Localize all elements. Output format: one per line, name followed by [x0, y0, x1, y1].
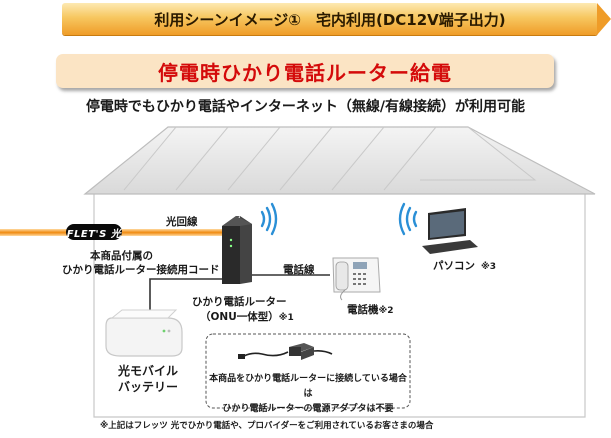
adapter-note-line1: 本商品をひかり電話ルーターに接続している場合は [206, 372, 410, 402]
flets-logo-text: FLET'S 光 [67, 225, 122, 240]
pc-label: パソコン ※3 [433, 258, 496, 273]
router-label-line2-text: （ONU一体型） [200, 311, 279, 323]
adapter-note: 本商品をひかり電話ルーターに接続している場合は ひかり電話ルーターの電源アダプタ… [206, 372, 410, 417]
cord-label-line1: 本商品付属の [90, 248, 153, 263]
denwa-sen-label: 電話線 [283, 262, 315, 277]
battery-label-line1: 光モバイル [118, 362, 178, 379]
flets-logo: FLET'S 光 [66, 224, 122, 240]
telephone-note-mark: ※2 [379, 306, 394, 316]
footnote: ※上記はフレッツ 光でひかり電話や、プロバイダーをご利用されているお客さまの場合 [100, 419, 433, 431]
telephone-label: 電話機※2 [347, 302, 394, 317]
adapter-note-line2: ひかり電話ルーターの電源アダプタは不要 [206, 402, 410, 417]
battery-label-line2: バッテリー [118, 378, 178, 395]
pc-note-mark: ※3 [481, 262, 496, 272]
telephone-label-text: 電話機 [347, 304, 379, 316]
router-label-line1: ひかり電話ルーター [192, 294, 287, 309]
router-note-mark: ※1 [279, 313, 294, 323]
cord-label-line2: ひかり電話ルーター接続用コード [62, 262, 220, 277]
router-icon [222, 216, 252, 284]
router-label-line2: （ONU一体型）※1 [200, 309, 294, 324]
pc-label-text: パソコン [433, 260, 475, 272]
hikari-kaisen-label: 光回線 [166, 214, 198, 229]
